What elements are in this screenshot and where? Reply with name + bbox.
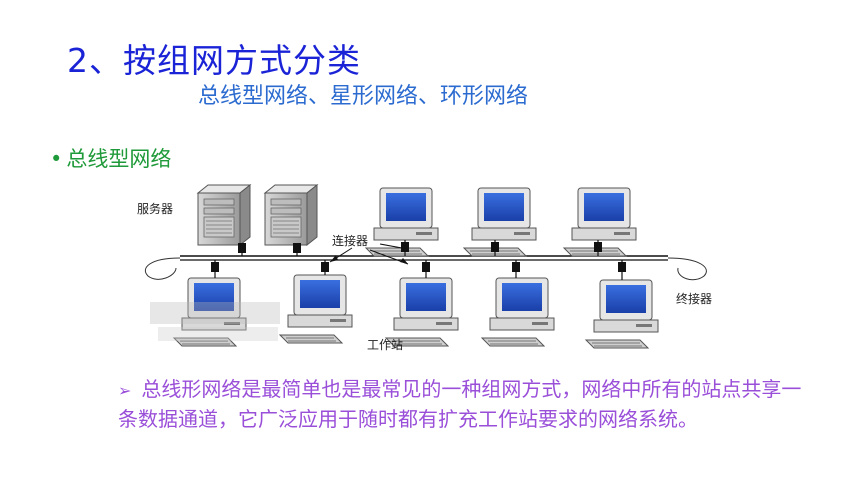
description-body: 总线形网络是最简单也是最常见的一种组网方式，网络中所有的站点共享一条数据通道，它… <box>118 377 802 431</box>
description-text: ➢总线形网络是最简单也是最常见的一种组网方式，网络中所有的站点共享一条数据通道，… <box>118 375 818 434</box>
workstation-bottom-5 <box>585 279 659 349</box>
workstation-bottom-4 <box>481 277 555 347</box>
bullet-dot: • <box>50 147 63 171</box>
watermark-logo <box>150 302 280 341</box>
terminator-label: 终接器 <box>676 292 713 306</box>
workstation-bottom-2 <box>279 274 353 344</box>
workstation-top-2 <box>463 187 537 257</box>
connectors <box>211 242 626 272</box>
page-subtitle: 总线型网络、星形网络、环形网络 <box>198 84 529 109</box>
bullet-text: 总线型网络 <box>66 147 172 171</box>
server-label: 服务器 <box>137 202 174 216</box>
left-terminator <box>144 257 181 280</box>
workstation-label: 工作站 <box>367 338 404 352</box>
bullet-heading: •总线型网络 <box>50 143 171 173</box>
server-1 <box>197 184 251 246</box>
right-terminator <box>667 257 707 281</box>
arrow-bullet-icon: ➢ <box>118 381 132 400</box>
page-title: 2、按组网方式分类 <box>67 41 361 80</box>
connector-label: 连接器 <box>332 234 369 248</box>
server-2 <box>264 184 318 246</box>
